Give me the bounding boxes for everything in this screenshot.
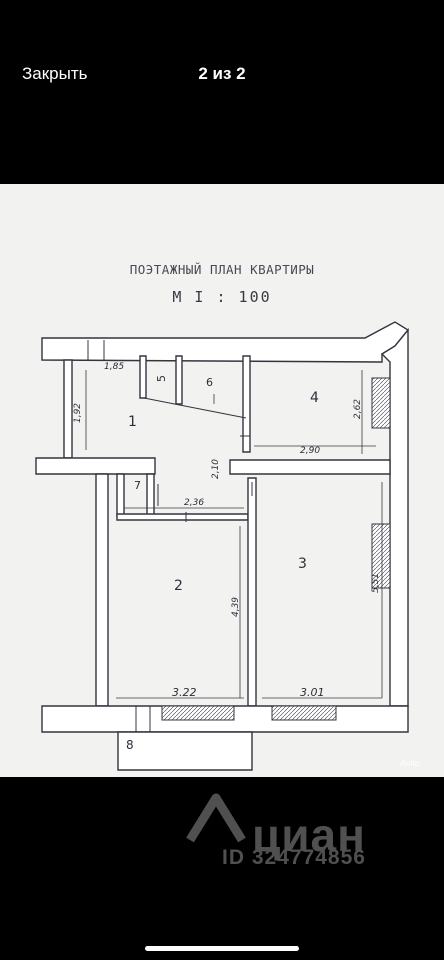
room-label-3: 3: [298, 556, 307, 572]
dim-4-39: 4,39: [231, 596, 242, 618]
floor-plan-photo[interactable]: ПОЭТАЖНЫЙ ПЛАН КВАРТИРЫ М I : 100 1 2 3 …: [0, 184, 444, 777]
room-label-8: 8: [126, 738, 134, 752]
dim-3-22: 3.22: [172, 686, 197, 699]
cian-watermark: циан: [252, 809, 366, 861]
dim-2-90: 2,90: [300, 446, 321, 456]
dim-1-85: 1,85: [104, 362, 125, 372]
home-indicator[interactable]: [145, 946, 299, 951]
dim-3-01: 3.01: [300, 686, 325, 699]
room-label-5: 5: [155, 375, 168, 382]
close-button[interactable]: Закрыть: [22, 64, 88, 83]
room-label-7: 7: [134, 479, 141, 492]
plan-scale: М I : 100: [172, 288, 272, 306]
viewer-topbar: Закрыть 2 из 2: [0, 0, 444, 120]
dim-5-51: 5,51: [371, 572, 382, 594]
dim-2-62: 2,62: [353, 398, 364, 420]
cian-logo-icon: [186, 793, 246, 843]
floor-plan-drawing: [35, 321, 410, 771]
room-label-6: 6: [206, 376, 213, 389]
room-label-4: 4: [310, 390, 319, 406]
room-label-1: 1: [128, 414, 137, 430]
dim-2-36: 2,36: [184, 498, 205, 508]
dim-2-10: 2,10: [211, 458, 222, 480]
photo-counter: 2 из 2: [198, 64, 246, 83]
avito-watermark: Avito: [400, 758, 420, 768]
room-label-2: 2: [174, 578, 183, 594]
cian-listing-id: ID 324774856: [222, 846, 366, 869]
plan-title: ПОЭТАЖНЫЙ ПЛАН КВАРТИРЫ: [129, 262, 315, 277]
dim-1-92: 1,92: [73, 402, 84, 424]
